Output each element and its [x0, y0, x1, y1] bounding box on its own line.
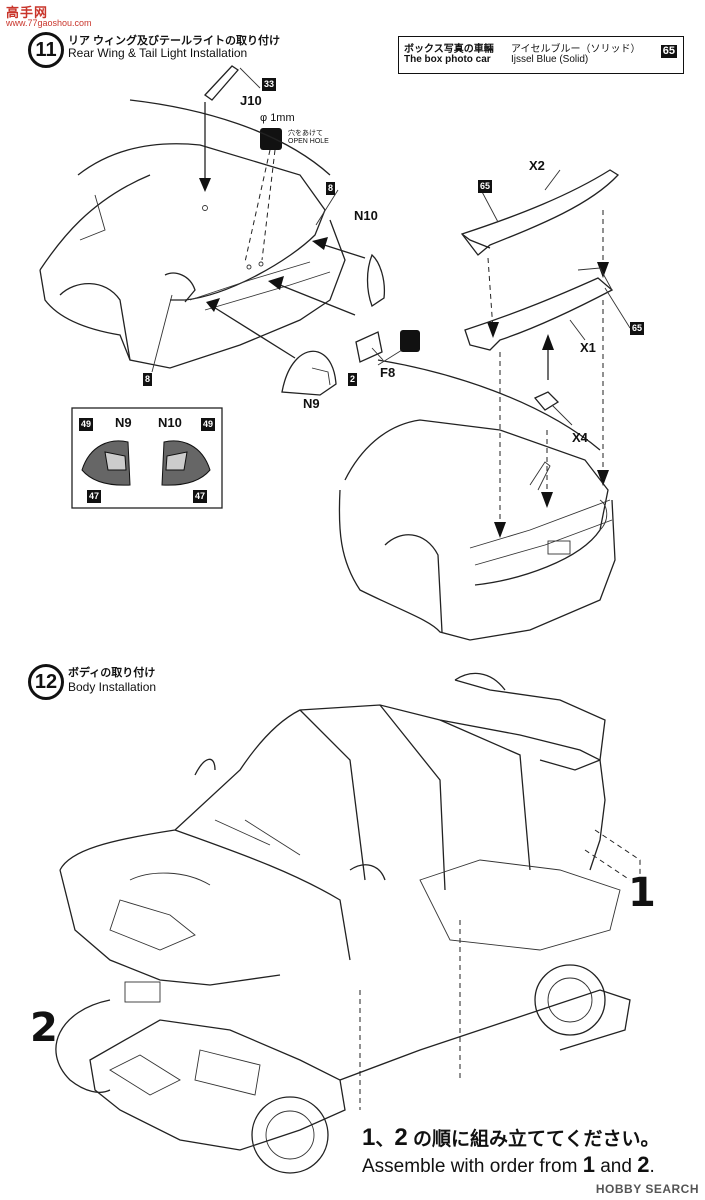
step-11-number: 11	[28, 32, 64, 68]
instruction-en-text-c: and	[594, 1156, 638, 1177]
box-photo-label-jp: ボックス写真の車輛	[404, 44, 494, 55]
step-12-label-1: 1	[628, 870, 656, 916]
tail-light-n10-part	[366, 253, 386, 307]
hobby-search-watermark: HOBBY SEARCH	[595, 1182, 699, 1196]
inset-n10-label: N10	[158, 415, 182, 430]
step-12-title-jp: ボディの取り付け	[68, 667, 156, 679]
step-11-title-en: Rear Wing & Tail Light Installation	[68, 46, 248, 60]
chassis-drawing	[89, 829, 641, 1151]
tail-light-n9-part	[281, 350, 337, 396]
step-12-number-text: 12	[34, 670, 58, 693]
part-j10-label: J10	[240, 93, 262, 108]
mount-x4-part	[533, 391, 560, 411]
rear-car-body-drawing	[39, 99, 346, 369]
watermark-url: www.77gaoshou.com	[6, 18, 92, 28]
hole-note-jp: 穴をあけて	[288, 130, 323, 137]
wing-base-x1-part	[464, 267, 614, 351]
instruction-jp: 1、2 の順に組み立ててください。	[362, 1124, 659, 1152]
leader-2	[55, 999, 111, 1093]
step-11-title-jp: リア ウィング及びテールライトの取り付け	[68, 35, 281, 47]
part-x1-label: X1	[580, 340, 596, 355]
drill-icon	[260, 128, 282, 150]
part-x4-label: X4	[572, 430, 588, 445]
color-name-jp: アイセルブルー（ソリッド）	[511, 44, 641, 55]
hole-note-en: OPEN HOLE	[288, 138, 329, 145]
tag-65-x2: 65	[478, 180, 493, 193]
tag-49-left: 49	[79, 418, 94, 431]
part-n9-label: N9	[303, 396, 320, 411]
tag-49-right: 49	[201, 418, 216, 431]
tag-8-bottom: 8	[143, 373, 153, 386]
tail-light-color-inset	[71, 407, 223, 509]
wiper-j10-part	[204, 65, 261, 101]
inset-n9-label: N9	[115, 415, 132, 430]
instruction-en-num-2: 2	[637, 1152, 650, 1177]
instruction-jp-text: の順に組み立ててください。	[407, 1129, 660, 1150]
rear-wing-x2-part	[460, 169, 620, 256]
part-n10-label: N10	[354, 208, 378, 223]
tag-2: 2	[348, 373, 358, 386]
tag-65-x1: 65	[630, 322, 645, 335]
box-photo-label-en: The box photo car	[404, 54, 491, 65]
instruction-jp-num-2: 2	[394, 1124, 408, 1151]
tag-47-left: 47	[87, 490, 102, 503]
box-photo-color-note: ボックス写真の車輛 The box photo car アイセルブルー（ソリッド…	[398, 36, 684, 74]
instruction-en-text-a: Assemble with order from	[362, 1156, 583, 1177]
license-plate-f8-part	[355, 331, 383, 363]
part-x2-label: X2	[529, 158, 545, 173]
step-12-title-en: Body Installation	[68, 680, 157, 694]
tag-33: 33	[262, 78, 277, 91]
instruction-en: Assemble with order from 1 and 2.	[362, 1152, 655, 1178]
instruction-jp-sep: 、	[375, 1129, 395, 1150]
step-12-label-2: 2	[30, 1005, 58, 1051]
color-name-en: Ijssel Blue (Solid)	[511, 54, 589, 65]
hole-diameter: φ 1mm	[260, 112, 295, 124]
tag-8-top: 8	[326, 182, 336, 195]
leader-lines	[151, 169, 631, 426]
step-12-number: 12	[28, 664, 64, 700]
drill-icon-f8	[400, 330, 420, 352]
instruction-jp-num-1: 1	[362, 1124, 376, 1151]
part-f8-label: F8	[380, 365, 396, 380]
rear-car-assembled-drawing	[338, 359, 616, 641]
tag-47-right: 47	[193, 490, 208, 503]
instruction-en-num-1: 1	[582, 1152, 595, 1177]
full-car-body-drawing	[59, 672, 606, 1174]
watermark-logo: 高手网	[6, 5, 49, 20]
step-11-number-text: 11	[35, 38, 57, 61]
assembly-arrows	[199, 102, 609, 538]
color-code-tag: 65	[660, 45, 677, 58]
instruction-en-text-e: .	[649, 1156, 655, 1177]
